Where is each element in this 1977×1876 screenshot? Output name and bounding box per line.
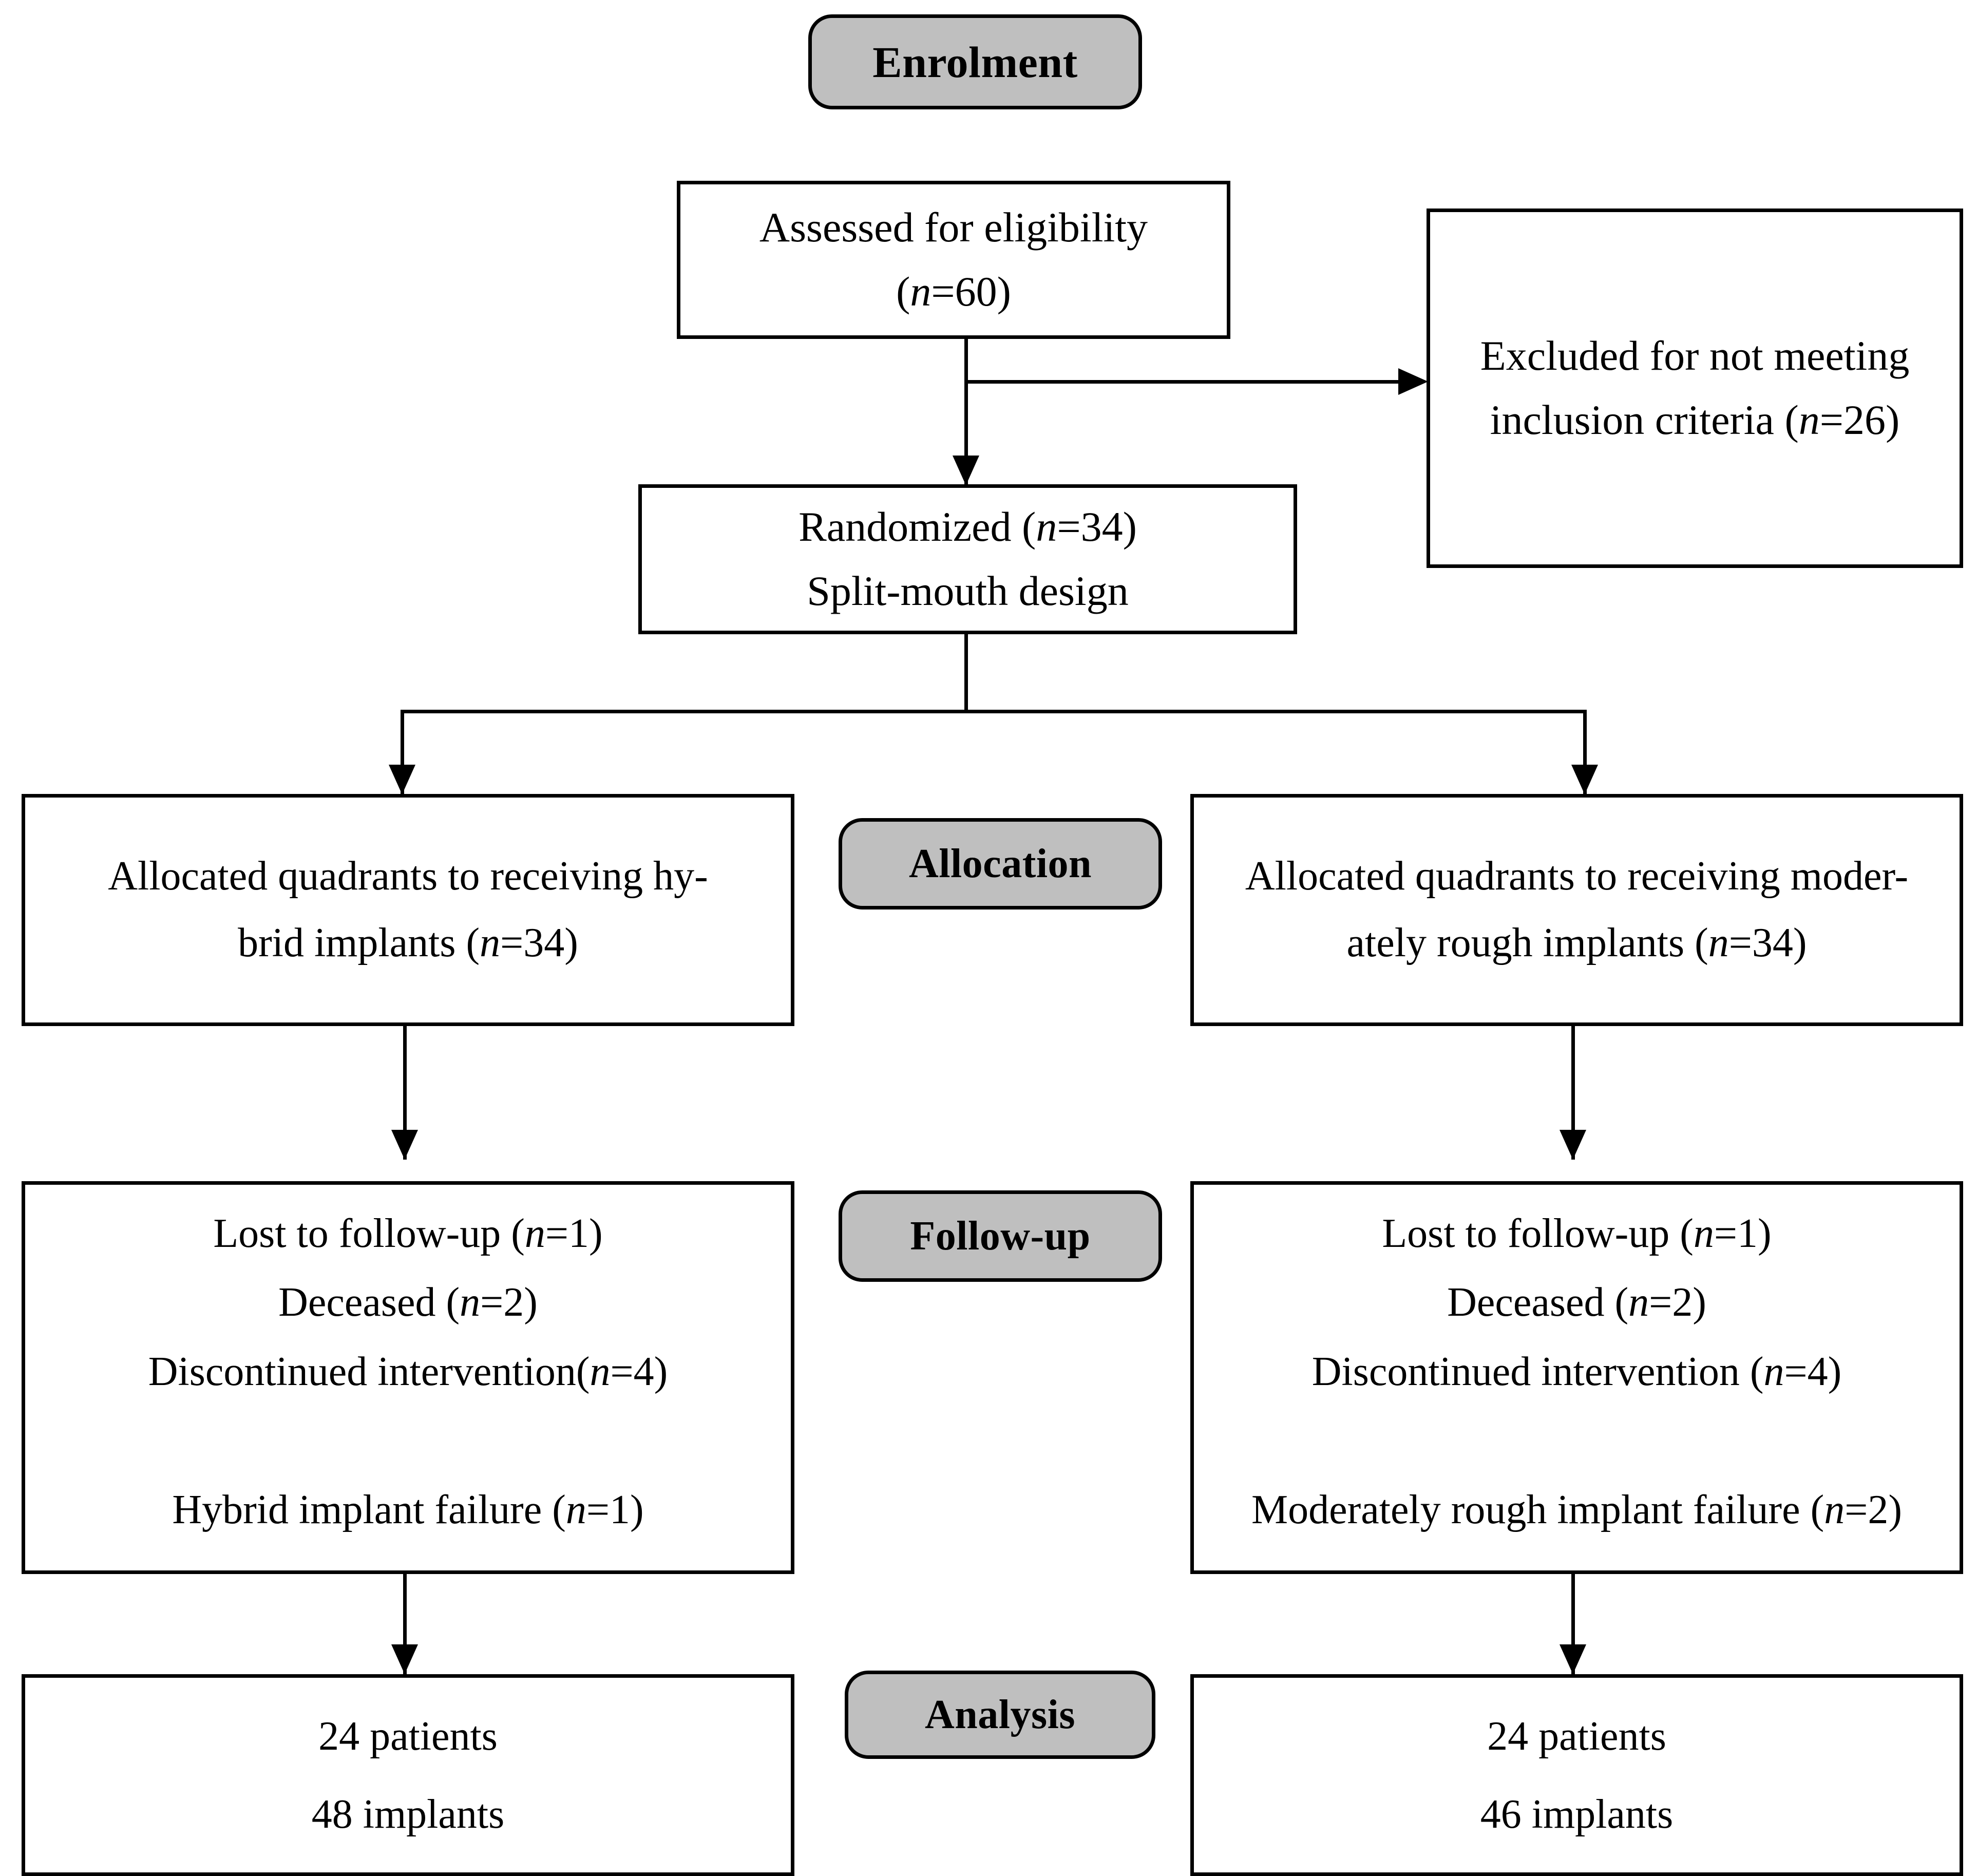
stage-badge-analysis: Analysis bbox=[845, 1671, 1155, 1759]
alloc-right-line-1: Allocated quadrants to receiving moder- bbox=[1245, 854, 1909, 899]
box-followup-moderately-rough: Lost to follow-up (n=1) Deceased (n=2) D… bbox=[1190, 1181, 1963, 1574]
stage-badge-followup-label: Follow-up bbox=[910, 1213, 1091, 1259]
box-allocated-hybrid: Allocated quadrants to receiving hy- bri… bbox=[22, 794, 794, 1026]
stage-badge-allocation: Allocation bbox=[839, 818, 1162, 909]
arrowhead-left-analysis bbox=[391, 1644, 418, 1674]
followup-right-blank-line bbox=[1206, 1406, 1947, 1475]
stage-badge-followup: Follow-up bbox=[839, 1190, 1162, 1282]
alloc-left-line-1: Allocated quadrants to receiving hy- bbox=[108, 854, 708, 899]
arrowhead-right-analysis bbox=[1560, 1644, 1586, 1674]
connector-right-alloc-to-followup bbox=[1571, 1026, 1575, 1160]
arrowhead-left-followup bbox=[391, 1130, 418, 1160]
box-followup-hybrid: Lost to follow-up (n=1) Deceased (n=2) D… bbox=[22, 1181, 794, 1574]
box-assessed-for-eligibility: Assessed for eligibility (n=60) bbox=[677, 181, 1230, 339]
followup-right-line-1: Lost to follow-up (n=1) bbox=[1382, 1211, 1772, 1256]
stage-badge-allocation-label: Allocation bbox=[908, 841, 1092, 886]
box-excluded: Excluded for not meeting inclusion crite… bbox=[1427, 209, 1963, 568]
analysis-left-line-2: 48 implants bbox=[311, 1791, 505, 1837]
connector-left-alloc-to-followup bbox=[403, 1026, 407, 1160]
arrowhead-alloc-left bbox=[389, 765, 415, 794]
arrowhead-to-excluded bbox=[1398, 368, 1428, 395]
box-analysis-hybrid: 24 patients 48 implants bbox=[22, 1674, 794, 1876]
box-allocated-moderately-rough: Allocated quadrants to receiving moder- … bbox=[1190, 794, 1963, 1026]
analysis-right-line-2: 46 implants bbox=[1480, 1791, 1674, 1837]
followup-right-line-2: Deceased (n=2) bbox=[1447, 1280, 1706, 1325]
randomized-line-2: Split-mouth design bbox=[807, 567, 1129, 614]
followup-left-line-1: Lost to follow-up (n=1) bbox=[213, 1211, 603, 1256]
followup-left-line-4: Hybrid implant failure (n=1) bbox=[172, 1487, 644, 1532]
box-randomized: Randomized (n=34) Split-mouth design bbox=[638, 484, 1297, 634]
followup-left-blank-line bbox=[37, 1406, 778, 1475]
stage-badge-enrolment-label: Enrolment bbox=[872, 37, 1078, 87]
stage-badge-enrolment: Enrolment bbox=[808, 14, 1142, 109]
box-analysis-moderately-rough: 24 patients 46 implants bbox=[1190, 1674, 1963, 1876]
alloc-right-line-2: ately rough implants (n=34) bbox=[1346, 920, 1807, 965]
alloc-left-line-2: brid implants (n=34) bbox=[238, 920, 578, 965]
arrowhead-alloc-right bbox=[1571, 765, 1598, 794]
analysis-right-line-1: 24 patients bbox=[1487, 1713, 1666, 1759]
randomized-line-1: Randomized (n=34) bbox=[799, 503, 1137, 551]
connector-alloc-left-drop bbox=[401, 710, 404, 794]
assessed-line-2: (n=60) bbox=[896, 268, 1011, 315]
connector-randomized-stem bbox=[964, 634, 968, 712]
followup-left-line-3: Discontinued intervention(n=4) bbox=[148, 1349, 668, 1394]
connector-right-followup-to-analysis bbox=[1571, 1574, 1575, 1674]
excluded-line-1: Excluded for not meeting bbox=[1480, 332, 1910, 380]
connector-assessed-to-excluded bbox=[964, 380, 1398, 384]
followup-right-line-4: Moderately rough implant failure (n=2) bbox=[1251, 1487, 1902, 1532]
arrowhead-right-followup bbox=[1560, 1130, 1586, 1160]
arrowhead-to-randomized bbox=[953, 456, 979, 485]
connector-alloc-right-drop bbox=[1583, 710, 1587, 794]
followup-left-line-2: Deceased (n=2) bbox=[278, 1280, 538, 1325]
connector-assessed-stem bbox=[964, 339, 968, 485]
excluded-line-2: inclusion criteria (n=26) bbox=[1490, 396, 1900, 443]
connector-left-followup-to-analysis bbox=[403, 1574, 407, 1674]
connector-allocation-split-bar bbox=[401, 710, 1587, 713]
stage-badge-analysis-label: Analysis bbox=[925, 1692, 1075, 1737]
followup-right-line-3: Discontinued intervention (n=4) bbox=[1311, 1349, 1842, 1394]
assessed-line-1: Assessed for eligibility bbox=[759, 204, 1148, 251]
analysis-left-line-1: 24 patients bbox=[318, 1713, 498, 1759]
